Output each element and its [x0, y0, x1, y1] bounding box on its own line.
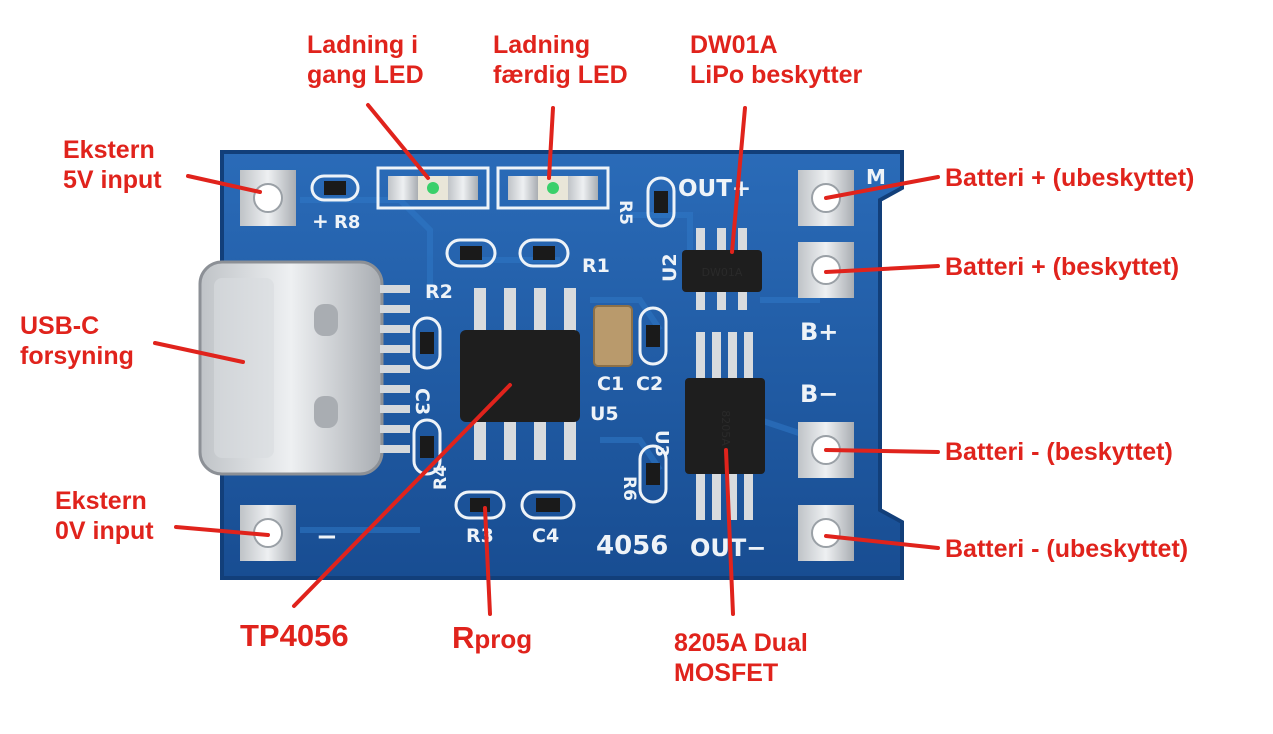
silk-c3: C3: [411, 388, 433, 415]
silk-r4: R4: [431, 465, 451, 490]
label-battery-minus-unprotected: Batteri - (ubeskyttet): [945, 535, 1189, 563]
label-rprog-r: R: [452, 620, 475, 655]
silk-u2: U2: [659, 253, 681, 282]
label-ext-0v-line2: 0V input: [55, 517, 154, 545]
silk-board-id: 4056: [596, 531, 668, 561]
smd-resistor-bodies: [324, 181, 668, 512]
tp4056-chip: [460, 288, 580, 460]
label-usb-c-line1: USB-C: [20, 312, 100, 340]
label-ext-5v-line2: 5V input: [63, 166, 162, 194]
silk-plus: +: [312, 209, 329, 233]
silk-r5: R5: [615, 200, 635, 225]
silkscreen: + R8 R5 OUT+ M R1 R2 U2 B+ C3 C1 C2 B− U…: [312, 165, 886, 562]
dw01a-chip: DW01A: [682, 228, 762, 310]
smd-resistors: [310, 174, 676, 520]
silk-r8: R8: [334, 212, 360, 233]
label-dw01a-line1: DW01A: [690, 31, 778, 59]
u2-marking: DW01A: [702, 266, 743, 279]
charging-led: [376, 166, 490, 210]
leader-lines: [153, 103, 940, 616]
capacitor-c1: [593, 305, 633, 367]
solder-pad-icon: [240, 505, 296, 561]
label-charging-led-line1: Ladning i: [307, 31, 419, 59]
label-mosfet-line1: 8205A Dual: [674, 629, 808, 657]
label-dw01a-line2: LiPo beskytter: [690, 61, 863, 89]
silk-minus: −: [316, 522, 338, 552]
label-rprog: Rprog: [452, 620, 532, 657]
solder-pad-icon: [240, 170, 296, 226]
label-ext-0v-line1: Ekstern: [55, 487, 147, 515]
label-tp4056: TP4056: [240, 618, 349, 653]
silk-b-plus: B+: [800, 318, 838, 346]
label-charging-led: Ladning i gang LED: [307, 30, 424, 90]
label-done-led-line1: Ladning: [493, 31, 591, 59]
label-battery-minus-protected: Batteri - (beskyttet): [945, 438, 1173, 466]
charge-done-led: [496, 166, 610, 210]
silk-u3: U3: [651, 430, 672, 457]
usb-c-connector-icon: [198, 260, 410, 476]
silk-r2: R2: [425, 281, 453, 303]
u3-marking: 8205A: [719, 410, 732, 446]
label-ext-0v-input: Ekstern 0V input: [55, 486, 154, 546]
label-dw01a: DW01A LiPo beskytter: [690, 30, 862, 90]
silk-c1: C1: [597, 373, 624, 395]
silk-b-minus: B−: [800, 380, 838, 408]
silk-r1: R1: [582, 255, 610, 277]
label-done-led: Ladning færdig LED: [493, 30, 628, 90]
silk-r3: R3: [466, 525, 494, 547]
label-ext-5v-input: Ekstern 5V input: [63, 135, 162, 195]
label-rprog-sub: prog: [474, 624, 533, 654]
label-battery-plus-unprotected: Batteri + (ubeskyttet): [945, 164, 1195, 192]
label-mosfet: 8205A Dual MOSFET: [674, 628, 808, 688]
label-done-led-line2: færdig LED: [493, 61, 628, 89]
label-charging-led-line2: gang LED: [307, 61, 424, 89]
solder-pad-icon: [798, 505, 854, 561]
silk-r6: R6: [619, 476, 639, 501]
silk-c4: C4: [532, 525, 559, 547]
silk-c2: C2: [636, 373, 663, 395]
silk-u5: U5: [590, 403, 619, 425]
label-ext-5v-line1: Ekstern: [63, 136, 155, 164]
silk-m: M: [866, 165, 886, 189]
label-usb-c-line2: forsyning: [20, 342, 134, 370]
label-battery-plus-protected: Batteri + (beskyttet): [945, 253, 1180, 281]
label-mosfet-line2: MOSFET: [674, 659, 779, 687]
label-usb-c-supply: USB-C forsyning: [20, 311, 134, 371]
mosfet-8205a-chip: 8205A: [685, 332, 765, 520]
